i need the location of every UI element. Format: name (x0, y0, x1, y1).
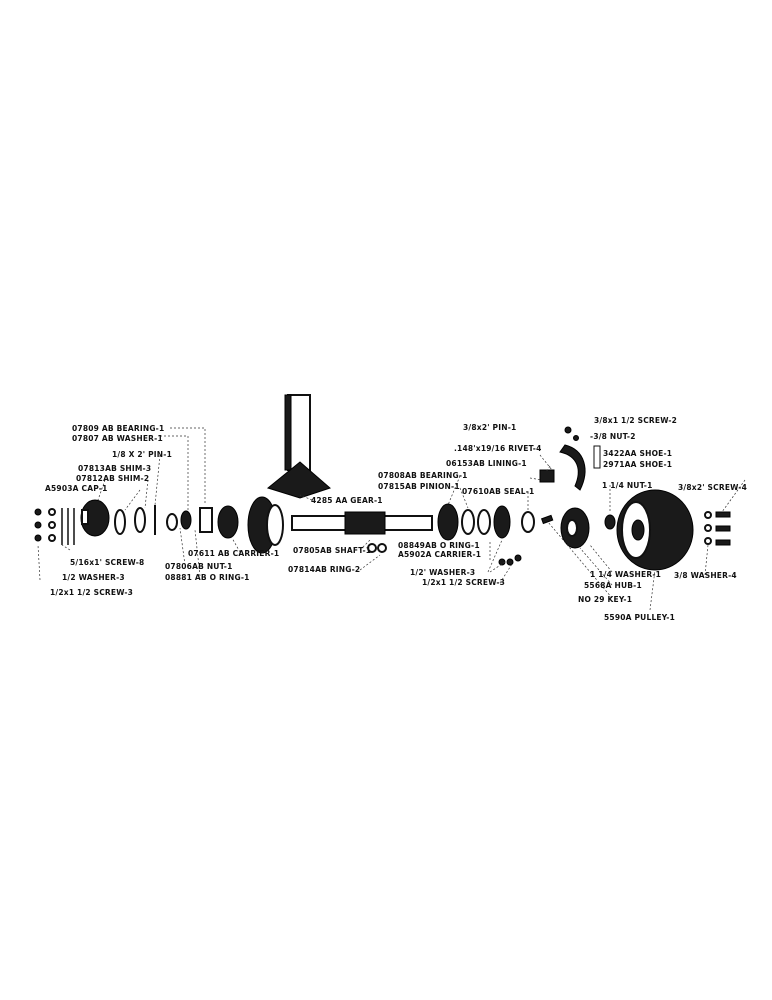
label-washer-1: 1 1/4 WASHER-1 (590, 570, 661, 579)
hub-part (560, 507, 616, 549)
label-shoe-b: 2971AA SHOE-1 (603, 460, 672, 469)
label-gear: 4285 AA GEAR-1 (311, 496, 383, 505)
label-pin-right: 3/8x2' PIN-1 (463, 423, 516, 432)
label-shim-3: 07813AB SHIM-3 (78, 464, 151, 473)
label-pulley: 5590A PULLEY-1 (604, 613, 675, 622)
label-screw-4: 3/8x2' SCREW-4 (678, 483, 747, 492)
main-shaft-part (291, 511, 433, 553)
label-ring: 07814AB RING-2 (288, 565, 360, 574)
label-lining: 06153AB LINING-1 (446, 459, 527, 468)
label-key: NO 29 KEY-1 (578, 595, 632, 604)
label-bearing-right: 07808AB BEARING-1 (378, 471, 468, 480)
bevel-gear-part (247, 496, 284, 554)
label-carrier-right: A5902A CARRIER-1 (398, 550, 481, 559)
label-washer-3-left: 1/2 WASHER-3 (62, 573, 125, 582)
shoe-lining-part (539, 426, 586, 491)
label-washer-4: 3/8 WASHER-4 (674, 571, 737, 580)
label-bearing-left: 07809 AB BEARING-1 (72, 424, 164, 433)
washer-screws-right (498, 554, 522, 566)
label-cap: A5903A CAP-1 (45, 484, 108, 493)
shim-rings-left (114, 505, 239, 539)
label-screw-8: 5/16x1' SCREW-8 (70, 558, 144, 567)
label-washer-left: 07807 AB WASHER-1 (72, 434, 163, 443)
cap-left-part (80, 499, 110, 537)
leader-lines (37, 427, 746, 611)
label-hub: 5568A HUB-1 (584, 581, 642, 590)
key-part (540, 514, 554, 525)
screw-bolts-left (34, 508, 75, 545)
label-shaft: 07805AB SHAFT-1 (293, 546, 371, 555)
label-shim-2: 07812AB SHIM-2 (76, 474, 149, 483)
label-pin-left: 1/8 X 2' PIN-1 (112, 450, 172, 459)
pinion-bearing-part (437, 503, 535, 541)
label-nut-2: -3/8 NUT-2 (590, 432, 636, 441)
label-carrier-left: 07611 AB CARRIER-1 (188, 549, 279, 558)
label-screw-3-right: 1/2x1 1/2 SCREW-3 (422, 578, 505, 587)
label-washer-3-right: 1/2' WASHER-3 (410, 568, 475, 577)
label-pinion: 07815AB PINION-1 (378, 482, 460, 491)
pulley-part (616, 489, 694, 571)
vertical-shaft-part (266, 394, 331, 499)
label-screw-3-left: 1/2x1 1/2 SCREW-3 (50, 588, 133, 597)
screw-washers-right (704, 511, 731, 546)
label-shoe-a: 3422AA SHOE-1 (603, 449, 672, 458)
label-seal: 07610AB SEAL-1 (462, 487, 534, 496)
label-rivet: .148'x19/16 RIVET-4 (454, 444, 542, 453)
label-oring-right: 08849AB O RING-1 (398, 541, 480, 550)
label-oring-left: 08881 AB O RING-1 (165, 573, 250, 582)
label-screw-2: 3/8x1 1/2 SCREW-2 (594, 416, 677, 425)
label-nut-right: 1 1/4 NUT-1 (602, 481, 653, 490)
label-nut-left: 07806AB NUT-1 (165, 562, 233, 571)
shoe-bracket (593, 445, 601, 469)
